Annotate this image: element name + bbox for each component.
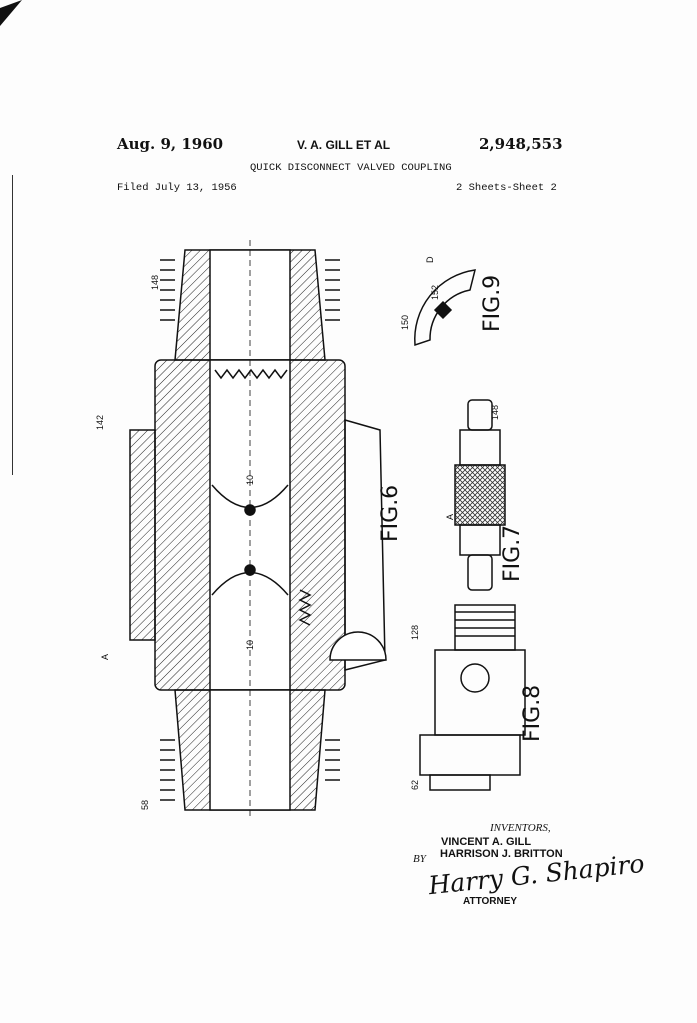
fig9-label: FIG.9: [480, 274, 505, 332]
numeral: 58: [140, 799, 150, 810]
numeral: A: [100, 653, 110, 660]
corner-mark: [0, 0, 22, 26]
attorney-label: ATTORNEY: [463, 896, 518, 907]
numeral: 10: [245, 639, 255, 650]
numeral: 152: [430, 284, 440, 300]
patent-date: Aug. 9, 1960: [117, 135, 224, 153]
numeral: 128: [410, 624, 420, 640]
numeral: 148: [150, 274, 160, 290]
fig7-drawing: [454, 399, 506, 591]
patent-title: QUICK DISCONNECT VALVED COUPLING: [250, 162, 452, 174]
fig8-drawing: [419, 604, 526, 791]
fig6-drawing: [129, 240, 387, 820]
sheet-count: 2 Sheets-Sheet 2: [456, 182, 557, 194]
numeral: D: [425, 256, 435, 264]
numeral: 142: [95, 414, 105, 430]
patent-number: 2,948,553: [479, 135, 563, 153]
numeral: 150: [400, 314, 410, 330]
numeral: 62: [410, 779, 420, 790]
fig6-label: FIG.6: [378, 484, 403, 542]
inventors-short: V. A. GILL ET AL: [297, 138, 391, 152]
numeral: 10: [245, 474, 255, 485]
inventor-1: VINCENT A. GILL: [441, 836, 532, 848]
numeral: A: [445, 513, 455, 520]
fig8-label: FIG.8: [520, 684, 545, 742]
inventor-2: HARRISON J. BRITTON: [440, 848, 563, 860]
filed-date: Filed July 13, 1956: [117, 182, 237, 194]
fig9-drawing: [414, 269, 476, 347]
margin-line: [12, 175, 13, 475]
by-label: BY: [413, 853, 426, 865]
inventors-label: INVENTORS,: [490, 822, 551, 834]
fig7-label: FIG.7: [500, 524, 525, 582]
numeral: 148: [490, 404, 500, 420]
